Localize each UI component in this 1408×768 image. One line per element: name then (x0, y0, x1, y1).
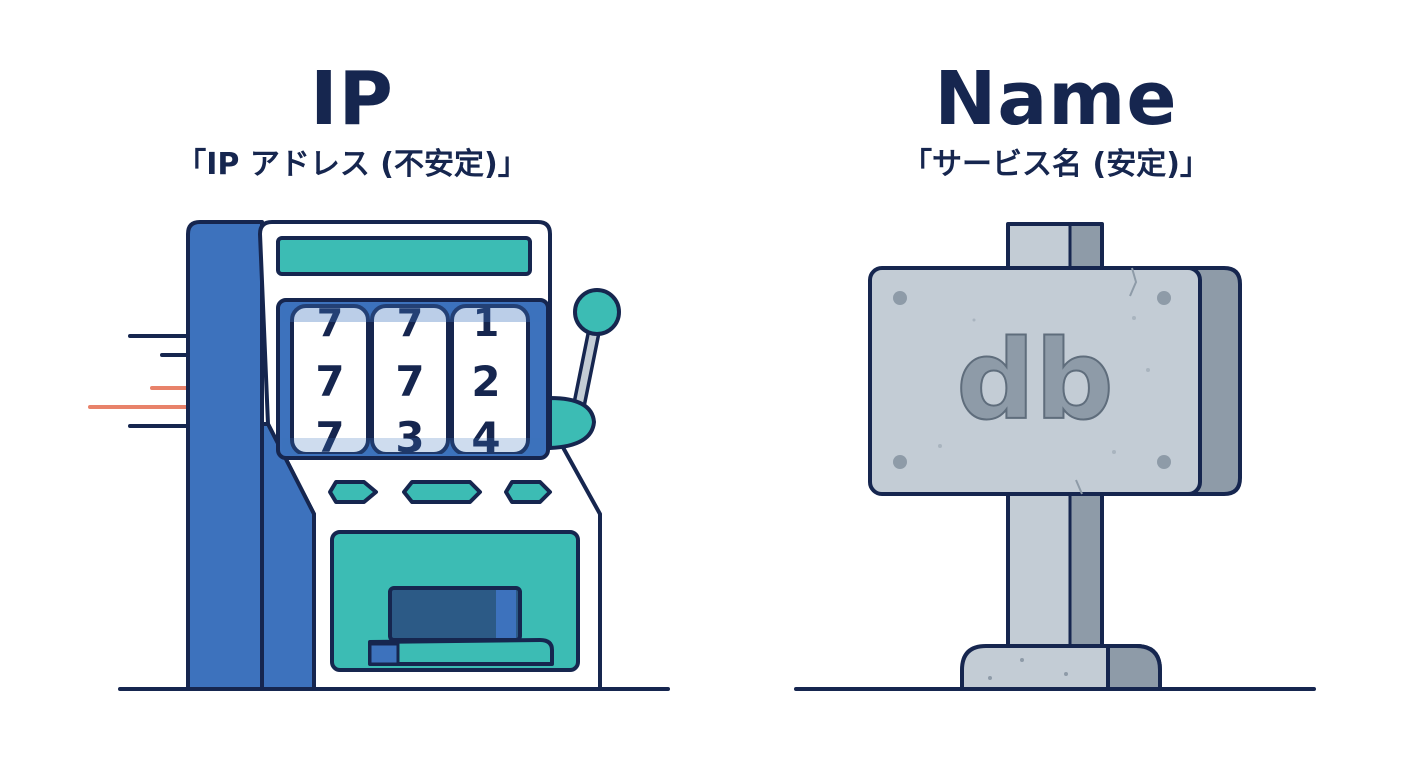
reel-3: 1 2 4 (450, 301, 530, 462)
reel-2-bottom: 3 (395, 413, 424, 462)
ip-subtitle: 「IP アドレス (不安定)」 (176, 147, 528, 182)
machine-buttons (328, 480, 552, 504)
top-display-bar (276, 236, 532, 276)
reel-3-top: 1 (473, 301, 499, 345)
sign-text: db (956, 316, 1113, 444)
sign-board (868, 266, 1202, 496)
reel-2-middle: 7 (395, 357, 424, 406)
name-title: Name (934, 56, 1178, 142)
machine-side (186, 220, 264, 691)
reel-1-bottom: 7 (315, 413, 344, 462)
reel-2-top: 7 (397, 301, 423, 345)
ip-panel: IP 「IP アドレス (不安定)」 (88, 56, 670, 691)
machine-lower-side (260, 422, 316, 691)
name-panel: Name 「サービス名 (安定)」 (704, 0, 1408, 768)
reel-3-middle: 2 (471, 357, 500, 406)
reel-3-bottom: 4 (471, 413, 500, 462)
sign-bolts (893, 291, 1171, 469)
reel-1-middle: 7 (315, 357, 344, 406)
reel-1: 7 7 7 (290, 301, 370, 462)
payout-tray (368, 638, 554, 666)
reel-1-top: 7 (317, 301, 343, 345)
signpost-illustration: db (794, 222, 1316, 691)
slot-machine-illustration: 7 7 7 7 7 3 1 2 4 (88, 220, 670, 691)
ip-title: IP (310, 56, 394, 142)
reel-2: 7 7 3 (370, 301, 450, 462)
name-subtitle: 「サービス名 (安定)」 (902, 147, 1210, 182)
lever-icon (548, 288, 621, 450)
